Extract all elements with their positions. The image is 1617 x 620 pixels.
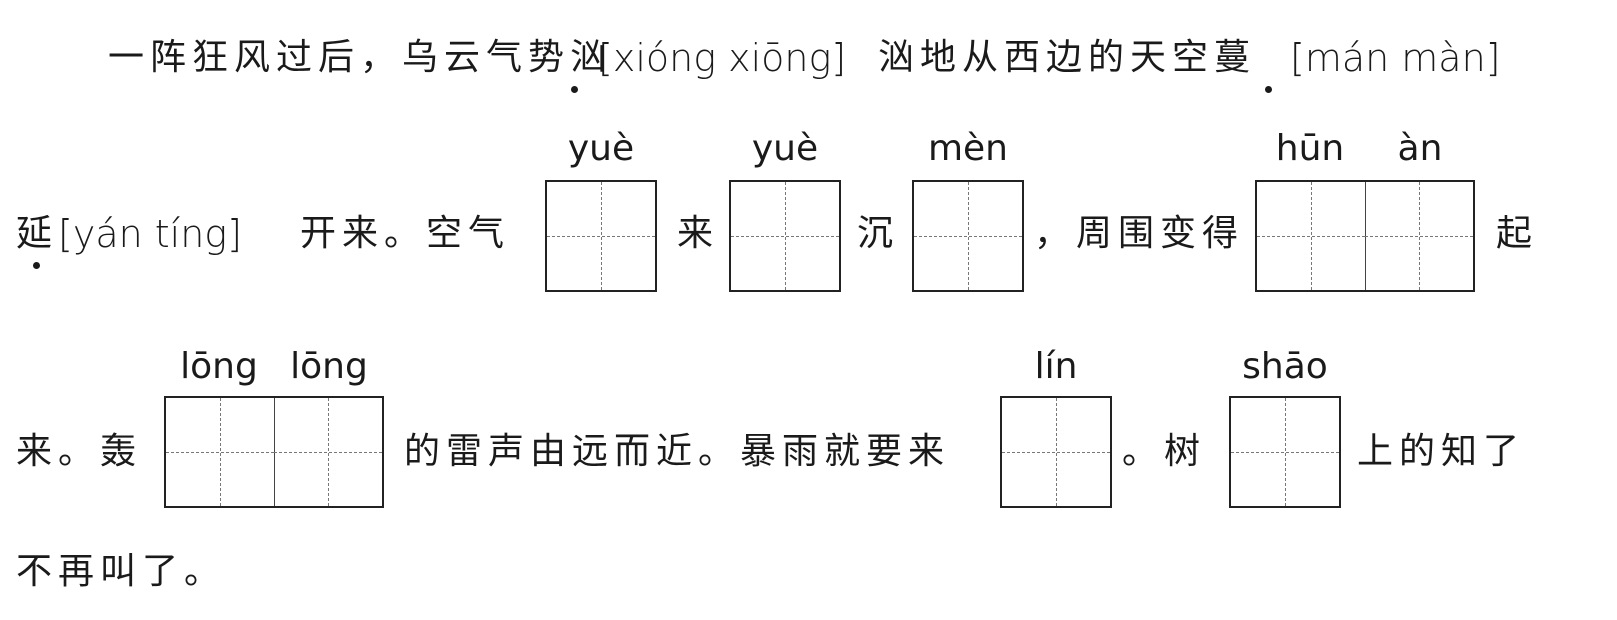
pinyin-choice-xiong[interactable]: [xióng xiōng] [598,36,847,80]
sentence-line-4: 不再叫了。 [16,551,227,592]
pinyin-prompt-box-5a: lōng [180,346,258,387]
pinyin-prompt-box-2: yuè [751,128,819,169]
sentence-line-3-part-d: 上的知了 [1357,431,1526,472]
writing-box-2[interactable] [729,180,841,292]
sentence-line-2-char-qi: 起 [1496,213,1539,254]
pinyin-prompt-box-3: mèn [927,128,1009,169]
sentence-line-2-char-lai: 来 [677,213,720,254]
sentence-line-3-part-c: 。树 [1122,431,1207,472]
writing-box-1[interactable] [545,180,657,292]
sentence-line-2-part-b: 开来。空气 [300,213,511,254]
sentence-line-2-char-yan: 延 [16,213,59,254]
pinyin-prompt-box-6: lín [1034,346,1078,387]
sentence-line-2-part-e: ，周围变得 [1034,213,1245,254]
writing-box-5[interactable] [164,396,384,508]
writing-box-4[interactable] [1255,180,1475,292]
emphasis-dot-yan [33,262,40,269]
sentence-line-3-part-b: 的雷声由远而近。暴雨就要来 [404,431,951,472]
pinyin-prompt-box-7: shāo [1242,346,1328,387]
sentence-line-3-part-a: 来。轰 [16,431,143,472]
sentence-line-2-char-chen: 沉 [857,213,900,254]
sentence-line-1-part-a: 一阵狂风过后，乌云气势汹 [108,37,613,78]
writing-box-6[interactable] [1000,396,1112,508]
pinyin-prompt-box-4b: àn [1397,128,1443,169]
emphasis-dot-man [1265,86,1272,93]
writing-box-3[interactable] [912,180,1024,292]
writing-box-7[interactable] [1229,396,1341,508]
pinyin-prompt-box-4a: hūn [1275,128,1345,169]
emphasis-dot-xiong [571,86,578,93]
sentence-line-1-part-b: 汹地从西边的天空蔓 [878,37,1257,78]
pinyin-prompt-box-5b: lōng [290,346,368,387]
pinyin-choice-yan[interactable]: [yán tíng] [58,212,242,256]
pinyin-prompt-box-1: yuè [567,128,635,169]
pinyin-choice-man[interactable]: [mán màn] [1290,36,1501,80]
